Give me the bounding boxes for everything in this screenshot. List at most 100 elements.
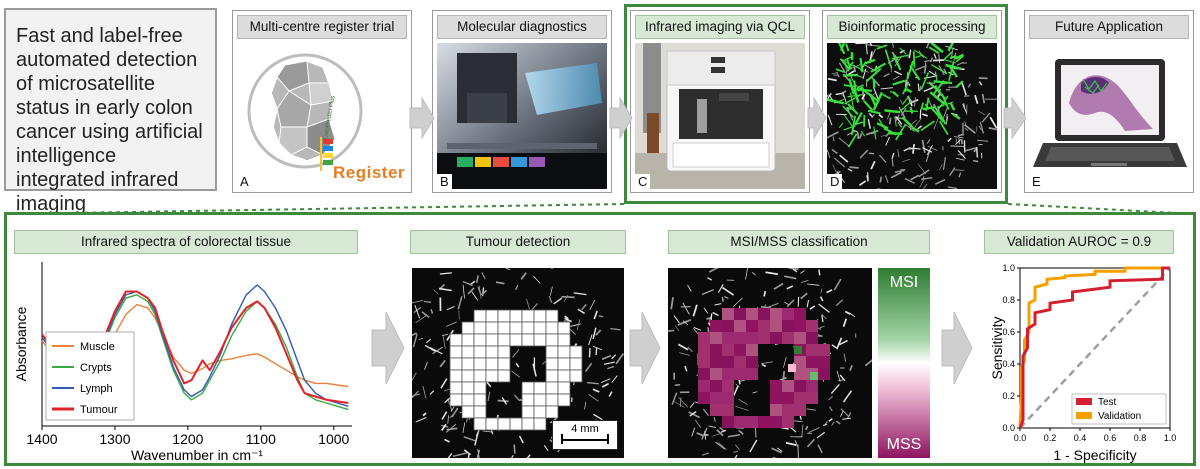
tumour-grid-cell: [461, 381, 475, 395]
spectra-x-tick-label: 1300: [99, 431, 130, 447]
tumour-grid-cell: [485, 321, 499, 335]
panel-e-letter: E: [1029, 174, 1044, 190]
tumour-grid-cell: [545, 357, 559, 371]
spectra-legend-label: Tumour: [80, 404, 118, 416]
classification-cell: [710, 380, 722, 392]
classification-cell: [710, 392, 722, 404]
arrow-a-b-icon: [409, 96, 435, 140]
classification-cell: [710, 356, 722, 368]
panel-b-header: Molecular diagnostics: [437, 15, 607, 39]
roc-y-tick-label: 1.0: [1002, 263, 1015, 273]
roc-legend-swatch: [1076, 412, 1092, 419]
classification-cell: [782, 392, 794, 404]
roc-y-tick-label: 0.2: [1002, 391, 1015, 401]
classification-cell: [710, 404, 722, 416]
tumour-grid-cell: [521, 309, 535, 323]
tumour-grid-cell: [545, 321, 559, 335]
tumour-grid-cell: [569, 357, 583, 371]
classification-cell: [758, 308, 770, 320]
tumour-grid-cell: [473, 345, 487, 359]
scale-bar-label: 4 mm: [571, 423, 599, 435]
roc-x-tick-label: 0.4: [1074, 433, 1087, 443]
tumour-grid-cell: [509, 309, 523, 323]
tumour-grid-cell: [545, 405, 559, 419]
arrow-c-d-icon: [807, 96, 827, 140]
classification-cell: [782, 380, 794, 392]
tumour-grid-cell: [533, 333, 547, 347]
tumour-grid-cell: [569, 369, 583, 383]
tumour-grid-cell: [461, 369, 475, 383]
classification-cell: [770, 392, 782, 404]
classification-cell: [794, 332, 806, 344]
tumour-grid-cell: [509, 321, 523, 335]
tumour-grid-cell: [557, 321, 571, 335]
tumour-grid-cell: [533, 393, 547, 407]
roc-series-test: [1018, 266, 1170, 429]
tumour-grid-cell: [473, 393, 487, 407]
msi-cell: [794, 346, 802, 354]
arrow-bottom-1-icon: [371, 311, 405, 385]
tumour-grid-cell: [521, 405, 535, 419]
classification-cell: [806, 320, 818, 332]
panel-b: Molecular diagnostics B: [432, 10, 612, 193]
classification-cell: [734, 320, 746, 332]
tumour-grid-cell: [485, 357, 499, 371]
scale-bar: 4 mm: [552, 420, 618, 450]
tumour-grid-cell: [557, 357, 571, 371]
classification-cell: [722, 320, 734, 332]
classification-cell: [722, 392, 734, 404]
tumour-grid-cell: [497, 309, 511, 323]
laptop-image: [1029, 43, 1189, 189]
classification-cell: [806, 356, 818, 368]
title-text: Fast and label-free automated detection …: [16, 25, 203, 215]
classification-cell: [818, 344, 830, 356]
classification-cell: [734, 344, 746, 356]
classification-cell: [782, 404, 794, 416]
roc-y-tick-label: 0.8: [1002, 295, 1015, 305]
tumour-grid-cell: [533, 417, 547, 431]
tumour-grid-cell: [497, 357, 511, 371]
classification-cell: [734, 416, 746, 428]
tumour-grid-cell: [449, 369, 463, 383]
classification-cell: [734, 356, 746, 368]
panel-c-letter: C: [635, 174, 651, 190]
classification-cell: [698, 380, 710, 392]
classification-cell: [758, 320, 770, 332]
bottom-frame: [4, 212, 1196, 466]
classification-cell: [734, 308, 746, 320]
tumour-grid-cell: [497, 417, 511, 431]
register-map-image: [237, 43, 407, 189]
classification-cell: [794, 392, 806, 404]
colorbar-mss-label: MSS: [886, 436, 922, 453]
classification-cell: [710, 368, 722, 380]
spectra-x-label: Wavenumber in cm⁻¹: [131, 447, 263, 462]
roc-x-tick-label: 0.2: [1044, 433, 1057, 443]
roc-x-tick-label: 0.6: [1104, 433, 1117, 443]
tumour-grid-cell: [473, 357, 487, 371]
tumour-grid-cell: [533, 309, 547, 323]
tumour-grid-cell: [557, 345, 571, 359]
panel-d: Bioinformatic processing D: [822, 10, 1002, 193]
classification-cell: [746, 356, 758, 368]
tumour-grid-cell: [461, 321, 475, 335]
panel-a: Multi-centre register trial ColoPredict …: [232, 10, 412, 193]
classification-image: [668, 268, 872, 458]
classification-cell: [722, 332, 734, 344]
roc-x-tick-label: 0.8: [1134, 433, 1147, 443]
roc-legend-label: Validation: [1098, 411, 1141, 422]
tumour-grid-cell: [461, 357, 475, 371]
roc-legend-label: Test: [1098, 397, 1117, 408]
tumour-grid-cell: [521, 417, 535, 431]
classification-cell: [770, 308, 782, 320]
classification-cell: [698, 332, 710, 344]
classification-cell: [794, 356, 806, 368]
tumour-grid-cell: [557, 381, 571, 395]
classification-cell: [710, 320, 722, 332]
tumour-grid-cell: [509, 333, 523, 347]
tumour-grid-cell: [449, 393, 463, 407]
tumour-grid-cell: [497, 333, 511, 347]
panel-c: Infrared imaging via QCL C: [630, 10, 810, 193]
qcl-microscope-photo: [635, 43, 805, 189]
